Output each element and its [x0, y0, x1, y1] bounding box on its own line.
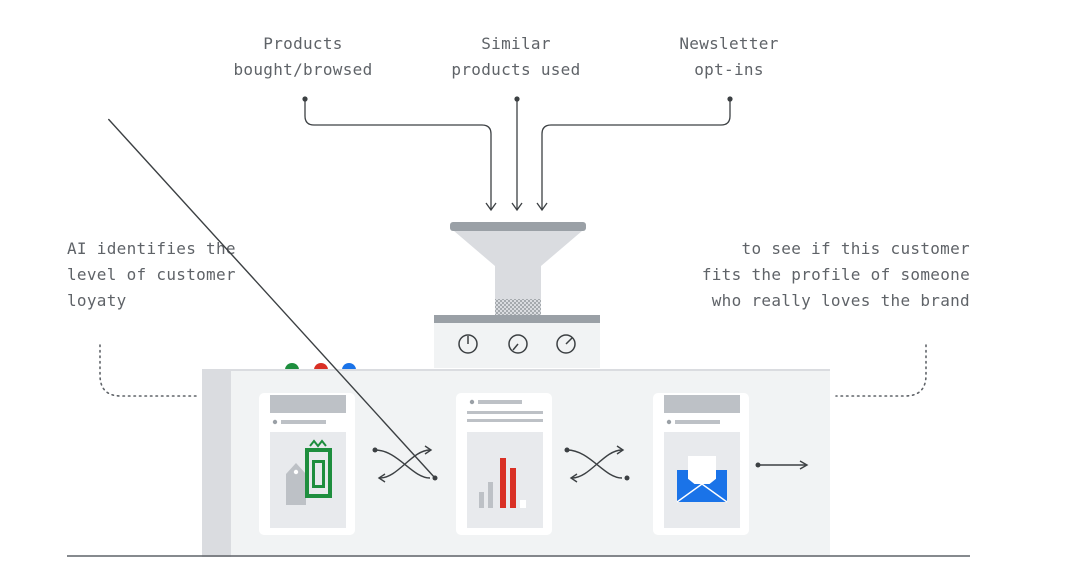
card-products [259, 393, 355, 535]
email-envelope-icon [676, 456, 728, 503]
connector-newsletter [536, 96, 733, 212]
input-label-line: opt-ins [694, 60, 764, 79]
input-label-newsletter: Newsletter opt-ins [631, 31, 827, 83]
right-note: to see if this customer fits the profile… [702, 236, 970, 314]
price-tag-icon [286, 439, 332, 505]
light-red [314, 363, 328, 370]
status-lights [285, 363, 356, 370]
input-label-line: Newsletter [679, 34, 779, 53]
right-note-line: who really loves the brand [711, 291, 970, 310]
funnel [450, 222, 586, 315]
light-blue [342, 363, 356, 370]
right-note-line: to see if this customer [741, 239, 970, 258]
card-email [653, 393, 749, 535]
card-analysis [456, 393, 552, 535]
input-label-similar: Similar products used [418, 31, 614, 83]
control-box [434, 315, 600, 368]
left-note-line: level of customer [67, 265, 236, 284]
input-label-products: Products bought/browsed [205, 31, 401, 83]
output-arrow [755, 460, 809, 470]
shuffle-arrows-1 [108, 118, 438, 483]
connector-similar [511, 96, 523, 212]
left-note: AI identifies the level of customer loya… [67, 236, 236, 314]
connector-products [302, 96, 497, 212]
dial-icon [458, 334, 478, 354]
input-label-line: bought/browsed [233, 60, 373, 79]
input-label-line: Products [263, 34, 343, 53]
input-connectors [302, 96, 733, 212]
input-label-line: products used [451, 60, 581, 79]
right-note-line: fits the profile of someone [701, 265, 970, 284]
input-label-line: Similar [481, 34, 551, 53]
left-note-line: AI identifies the [67, 239, 236, 258]
dial-icon [556, 334, 576, 354]
left-note-line: loyaty [67, 291, 127, 310]
dial-icon [508, 334, 528, 354]
shuffle-arrows-2 [564, 445, 630, 483]
bar-chart-icon [479, 458, 526, 508]
light-green [285, 363, 299, 370]
